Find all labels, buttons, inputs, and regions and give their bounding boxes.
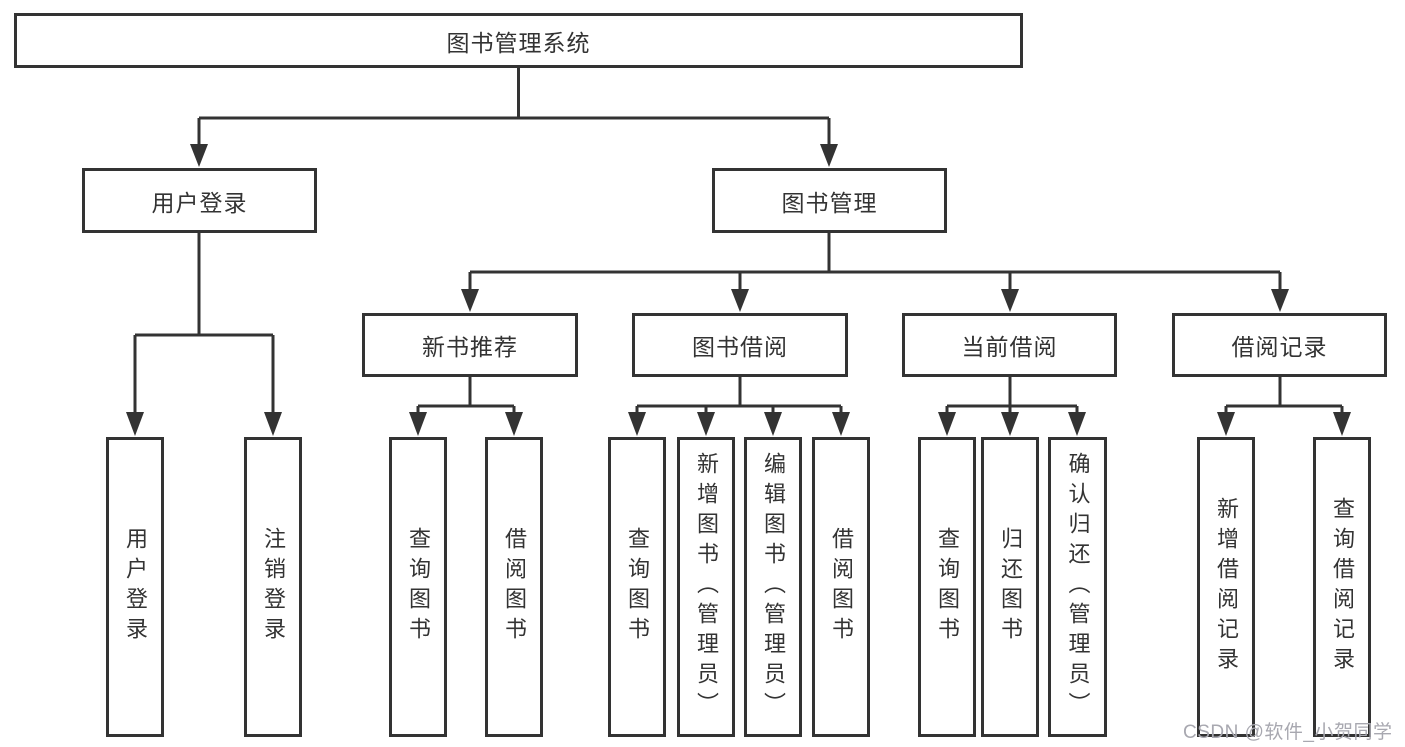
- node-current-borrowing-label: 当前借阅: [961, 334, 1058, 360]
- connector-current-borrowing-children: [938, 377, 1086, 436]
- node-new-book-recommendation-label: 新书推荐: [422, 334, 518, 360]
- node-leaf-confirm-return-admin-label: 确认归还（管理员）: [1065, 452, 1091, 722]
- node-user-login-label: 用户登录: [151, 189, 248, 216]
- node-leaf-borrow-books-recommend: 借阅图书: [485, 437, 543, 737]
- node-leaf-query-borrow-record-label: 查询借阅记录: [1330, 497, 1355, 677]
- node-leaf-add-books-admin: 新增图书（管理员）: [677, 437, 735, 737]
- node-leaf-borrow-books-label: 借阅图书: [829, 527, 854, 647]
- node-leaf-add-books-admin-label: 新增图书（管理员）: [694, 452, 719, 722]
- node-leaf-edit-books-admin-label: 编辑图书（管理员）: [761, 452, 786, 722]
- node-leaf-user-login-label: 用户登录: [123, 527, 148, 647]
- node-leaf-query-books-borrowing: 查询图书: [608, 437, 666, 737]
- connector-book-management-children: [461, 233, 1289, 312]
- connector-new-book-recommendation-children: [409, 377, 523, 436]
- node-leaf-confirm-return-admin: 确认归还（管理员）: [1048, 437, 1107, 737]
- node-leaf-user-login: 用户登录: [106, 437, 164, 737]
- node-leaf-add-borrow-record-label: 新增借阅记录: [1214, 497, 1239, 677]
- node-leaf-query-books-recommend-label: 查询图书: [406, 527, 431, 647]
- node-borrowing-records-label: 借阅记录: [1231, 334, 1328, 360]
- node-leaf-logout-label: 注销登录: [261, 527, 286, 647]
- node-leaf-query-books-borrowing-label: 查询图书: [625, 527, 650, 647]
- node-root: 图书管理系统: [14, 13, 1023, 68]
- node-book-management-label: 图书管理: [781, 189, 878, 216]
- node-book-borrowing-label: 图书借阅: [692, 334, 788, 360]
- node-borrowing-records: 借阅记录: [1172, 313, 1387, 377]
- node-leaf-borrow-books: 借阅图书: [812, 437, 870, 737]
- connector-borrowing-records-children: [1217, 377, 1351, 436]
- node-leaf-query-books-current: 查询图书: [918, 437, 976, 737]
- connector-root-to-level2: [190, 68, 838, 167]
- node-leaf-edit-books-admin: 编辑图书（管理员）: [744, 437, 802, 737]
- node-leaf-borrow-books-recommend-label: 借阅图书: [502, 527, 527, 647]
- node-leaf-return-books: 归还图书: [981, 437, 1039, 737]
- node-leaf-return-books-label: 归还图书: [998, 527, 1023, 647]
- node-root-label: 图书管理系统: [446, 29, 591, 56]
- node-new-book-recommendation: 新书推荐: [362, 313, 578, 377]
- node-book-borrowing: 图书借阅: [632, 313, 848, 377]
- node-current-borrowing: 当前借阅: [902, 313, 1117, 377]
- csdn-watermark: CSDN @软件_小贺同学: [1183, 722, 1393, 743]
- node-book-management: 图书管理: [712, 168, 947, 233]
- node-leaf-query-borrow-record: 查询借阅记录: [1313, 437, 1371, 737]
- node-leaf-logout: 注销登录: [244, 437, 302, 737]
- node-user-login: 用户登录: [82, 168, 317, 233]
- node-leaf-add-borrow-record: 新增借阅记录: [1197, 437, 1255, 737]
- node-leaf-query-books-current-label: 查询图书: [935, 527, 960, 647]
- connector-book-borrowing-children: [628, 377, 850, 436]
- node-leaf-query-books-recommend: 查询图书: [389, 437, 447, 737]
- connector-user-login-children: [126, 233, 282, 436]
